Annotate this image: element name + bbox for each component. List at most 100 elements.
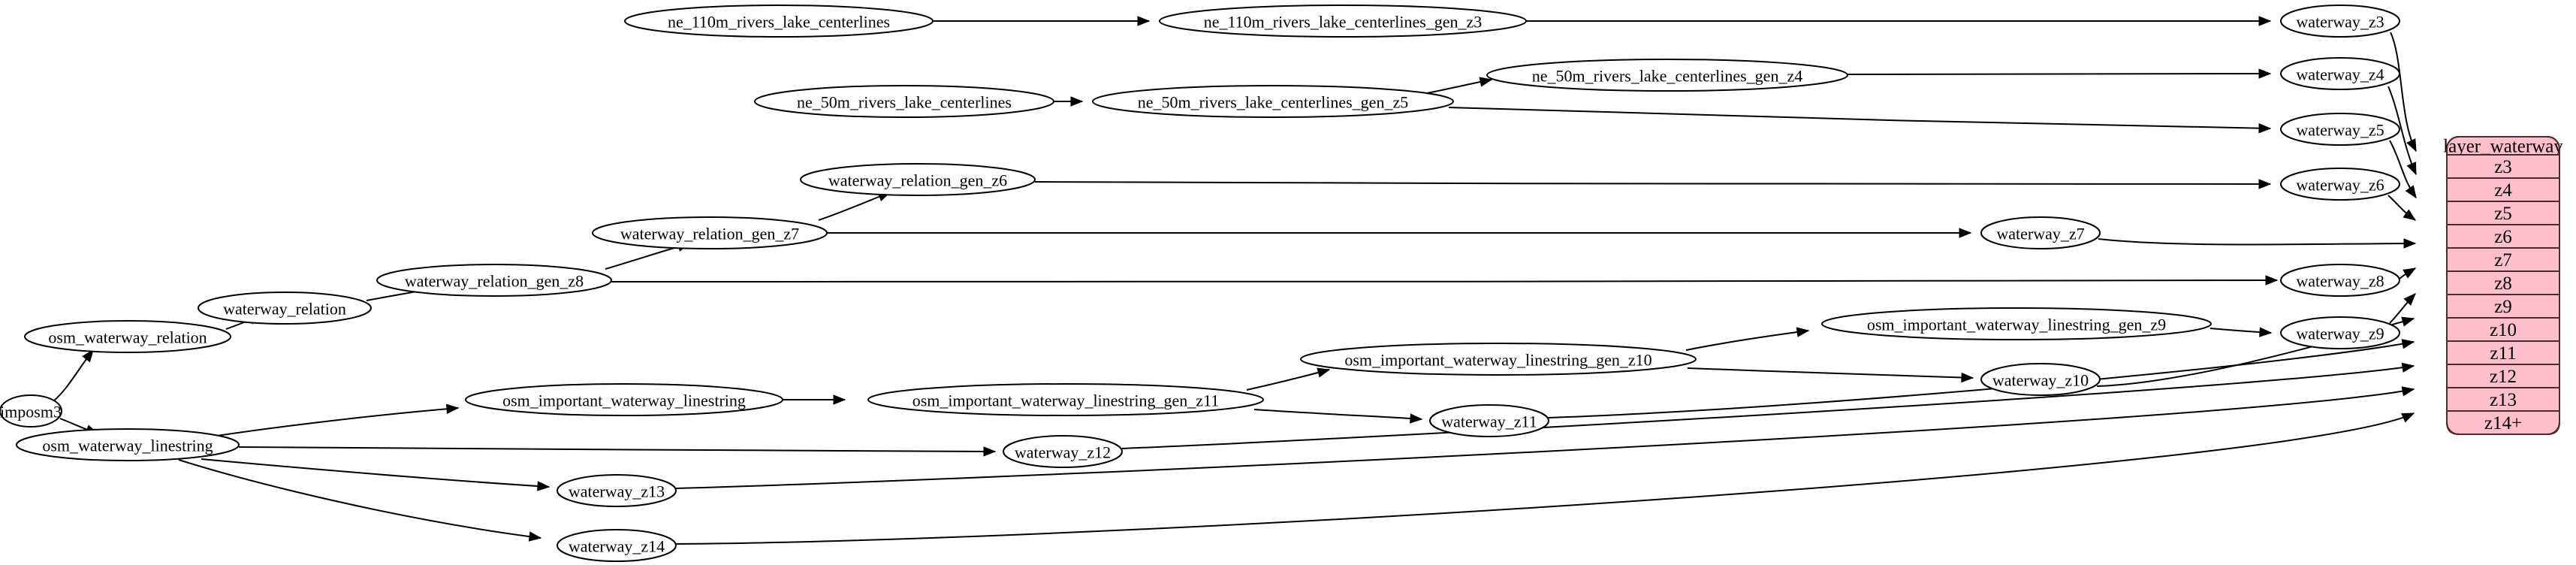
table-row-z6[interactable]: z6 <box>2446 224 2560 249</box>
node-waterway_z5[interactable]: waterway_z5 <box>2280 113 2400 146</box>
node-osm_waterway_linestring[interactable]: osm_waterway_linestring <box>16 428 240 461</box>
table-row-z10[interactable]: z10 <box>2446 317 2560 342</box>
table-row-z8[interactable]: z8 <box>2446 270 2560 295</box>
node-waterway_z10[interactable]: waterway_z10 <box>1980 363 2101 396</box>
edge-layer <box>53 16 2417 545</box>
node-ellipse <box>592 216 828 249</box>
layer-waterway-table[interactable]: layer_waterwayz3z4z5z6z7z8z9z10z11z12z13… <box>2443 136 2563 435</box>
node-label: waterway_z14 <box>569 537 665 556</box>
edge-ne_110m_rivers_lake_centerlines_gen_z3-to-waterway_z3 <box>1526 16 2272 26</box>
table-row-z11[interactable]: z11 <box>2446 340 2560 365</box>
table-cell-label: z10 <box>2490 320 2517 340</box>
arrowhead-icon <box>2401 412 2415 423</box>
node-imposm3[interactable]: imposm3 <box>0 394 62 428</box>
arrowhead-icon <box>537 481 550 491</box>
table-cell-label: z5 <box>2494 204 2512 224</box>
table-cell-label: z12 <box>2490 367 2517 387</box>
node-ellipse <box>557 529 677 562</box>
edge-path <box>674 412 2415 545</box>
node-ne_50m_rivers_lake_centerlines_gen_z5[interactable]: ne_50m_rivers_lake_centerlines_gen_z5 <box>1092 85 1454 118</box>
node-ellipse <box>624 5 934 38</box>
node-ne_50m_rivers_lake_centerlines_gen_z4[interactable]: ne_50m_rivers_lake_centerlines_gen_z4 <box>1486 59 1848 92</box>
edge-osm_waterway_linestring-to-osm_important_waterway_linestring <box>216 403 460 437</box>
node-ne_110m_rivers_lake_centerlines_gen_z3[interactable]: ne_110m_rivers_lake_centerlines_gen_z3 <box>1159 5 1527 38</box>
node-ellipse <box>1980 216 2101 249</box>
node-label: ne_50m_rivers_lake_centerlines_gen_z5 <box>1138 93 1408 112</box>
arrowhead-icon <box>2403 238 2417 249</box>
node-osm_important_waterway_linestring_gen_z10[interactable]: osm_important_waterway_linestring_gen_z1… <box>1300 343 1697 376</box>
node-waterway_relation[interactable]: waterway_relation <box>198 292 372 325</box>
table-cell-bg <box>2446 294 2560 319</box>
edge-osm_important_waterway_linestring_gen_z10-to-osm_important_waterway_linestring_gen_z9 <box>1685 327 1810 351</box>
node-ellipse <box>1486 59 1848 92</box>
table-row-z9[interactable]: z9 <box>2446 294 2560 319</box>
arrowhead-icon <box>1479 77 1493 87</box>
node-ellipse <box>2280 168 2400 201</box>
node-waterway_z13[interactable]: waterway_z13 <box>557 474 677 507</box>
node-waterway_z12[interactable]: waterway_z12 <box>1003 435 1123 468</box>
edge-osm_important_waterway_linestring-to-osm_important_waterway_linestring_gen_z11 <box>783 394 846 405</box>
node-label: ne_110m_rivers_lake_centerlines <box>668 13 890 32</box>
edge-waterway_z7-to-table_z7 <box>2098 238 2417 249</box>
table-row-z7[interactable]: z7 <box>2446 247 2560 272</box>
node-osm_important_waterway_linestring_gen_z11[interactable]: osm_important_waterway_linestring_gen_z1… <box>867 383 1264 416</box>
node-label: waterway_z11 <box>1441 412 1537 431</box>
node-osm_important_waterway_linestring[interactable]: osm_important_waterway_linestring <box>465 383 783 416</box>
node-waterway_z8[interactable]: waterway_z8 <box>2280 264 2400 297</box>
node-waterway_relation_gen_z6[interactable]: waterway_relation_gen_z6 <box>800 163 1036 196</box>
node-waterway_z3[interactable]: waterway_z3 <box>2280 5 2400 38</box>
node-label: waterway_relation_gen_z6 <box>828 171 1007 190</box>
edge-path <box>611 279 2278 283</box>
node-waterway_relation_gen_z7[interactable]: waterway_relation_gen_z7 <box>592 216 828 249</box>
table-cell-label: z8 <box>2494 273 2512 294</box>
node-waterway_z6[interactable]: waterway_z6 <box>2280 168 2400 201</box>
arrowhead-icon <box>2401 316 2415 327</box>
table-cell-label: z14+ <box>2484 413 2522 434</box>
node-ellipse <box>16 428 240 461</box>
table-row-z13[interactable]: z13 <box>2446 387 2560 412</box>
node-osm_waterway_relation[interactable]: osm_waterway_relation <box>24 320 231 353</box>
node-waterway_z14[interactable]: waterway_z14 <box>557 529 677 562</box>
edge-path <box>1448 107 2271 129</box>
node-waterway_z4[interactable]: waterway_z4 <box>2280 57 2400 90</box>
node-label: waterway_z3 <box>2296 13 2384 32</box>
table-cell-label: z11 <box>2490 343 2516 364</box>
table-row-z14plus[interactable]: z14+ <box>2446 410 2560 435</box>
table-row-z3[interactable]: z3 <box>2446 154 2560 179</box>
node-ne_50m_rivers_lake_centerlines[interactable]: ne_50m_rivers_lake_centerlines <box>754 85 1054 118</box>
node-ellipse <box>557 474 677 507</box>
edge-waterway_z13-to-table_z13 <box>674 386 2415 489</box>
table-row-z12[interactable]: z12 <box>2446 364 2560 388</box>
node-ne_110m_rivers_lake_centerlines[interactable]: ne_110m_rivers_lake_centerlines <box>624 5 934 38</box>
node-label: osm_waterway_relation <box>48 328 207 347</box>
node-ellipse <box>1980 363 2101 396</box>
arrowhead-icon <box>2259 327 2273 337</box>
edge-ne_50m_rivers_lake_centerlines_gen_z5-to-ne_50m_rivers_lake_centerlines_gen_z4 <box>1426 77 1493 94</box>
arrowhead-icon <box>1796 327 1810 337</box>
edge-path <box>1246 369 1330 391</box>
edge-ne_50m_rivers_lake_centerlines_gen_z5-to-waterway_z5 <box>1448 107 2272 134</box>
node-waterway_z9[interactable]: waterway_z9 <box>2280 316 2400 349</box>
node-ellipse <box>754 85 1054 118</box>
node-ellipse <box>2280 5 2400 38</box>
table-cell-label: z7 <box>2494 250 2512 270</box>
table-row-z4[interactable]: z4 <box>2446 177 2560 202</box>
edge-path <box>201 458 550 488</box>
table-row-z5[interactable]: z5 <box>2446 201 2560 225</box>
node-ellipse <box>800 163 1036 196</box>
node-osm_important_waterway_linestring_gen_z9[interactable]: osm_important_waterway_linestring_gen_z9 <box>1821 307 2212 340</box>
edge-path <box>1253 409 1422 420</box>
edge-waterway_z5-to-table_z5 <box>2389 140 2417 199</box>
node-ellipse <box>1159 5 1527 38</box>
arrowhead-icon <box>1961 372 1974 383</box>
arrowhead-icon <box>1410 413 1423 424</box>
arrowhead-icon <box>2401 339 2415 349</box>
node-label: waterway_z6 <box>2296 176 2384 195</box>
node-waterway_z7[interactable]: waterway_z7 <box>1980 216 2101 249</box>
table-cell-bg <box>2446 364 2560 388</box>
node-waterway_z11[interactable]: waterway_z11 <box>1429 404 1549 437</box>
edge-imposm3-to-osm_waterway_relation <box>53 349 94 401</box>
node-waterway_relation_gen_z8[interactable]: waterway_relation_gen_z8 <box>376 264 612 297</box>
